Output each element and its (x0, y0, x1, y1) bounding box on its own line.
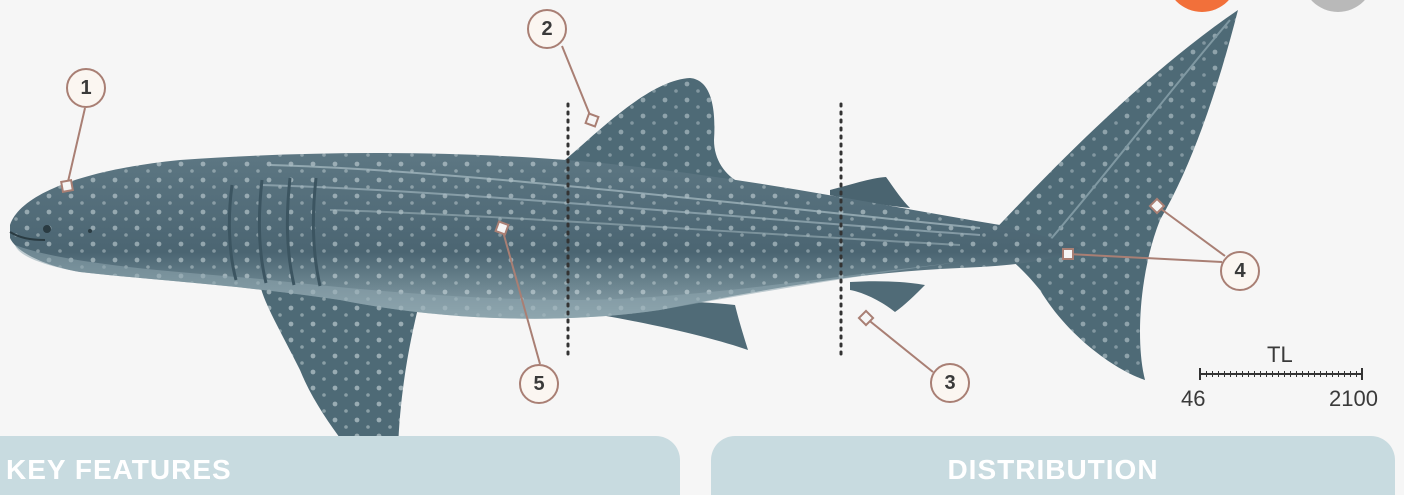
callout-3[interactable]: 3 (930, 363, 970, 403)
callout-5[interactable]: 5 (519, 364, 559, 404)
callout-2-number: 2 (541, 18, 552, 41)
callout-1-number: 1 (80, 77, 91, 100)
callout-3-number: 3 (944, 372, 955, 395)
scale-max: 2100 (1329, 386, 1378, 412)
tab-distribution[interactable]: DISTRIBUTION (711, 436, 1395, 495)
callout-2[interactable]: 2 (527, 9, 567, 49)
tab-key-features-label: KEY FEATURES (6, 454, 232, 485)
scale-label: TL (1267, 342, 1293, 368)
callout-4-number: 4 (1234, 260, 1245, 283)
anal-fin (850, 281, 925, 312)
tab-key-features[interactable]: KEY FEATURES (0, 436, 680, 495)
callout-5-number: 5 (533, 373, 544, 396)
scale-bar (1200, 368, 1362, 380)
shark-body (10, 153, 1080, 319)
tab-distribution-label: DISTRIBUTION (947, 454, 1158, 485)
callout-4[interactable]: 4 (1220, 251, 1260, 291)
scale-min: 46 (1181, 386, 1205, 412)
caudal-fin (990, 10, 1238, 380)
callout-1[interactable]: 1 (66, 68, 106, 108)
